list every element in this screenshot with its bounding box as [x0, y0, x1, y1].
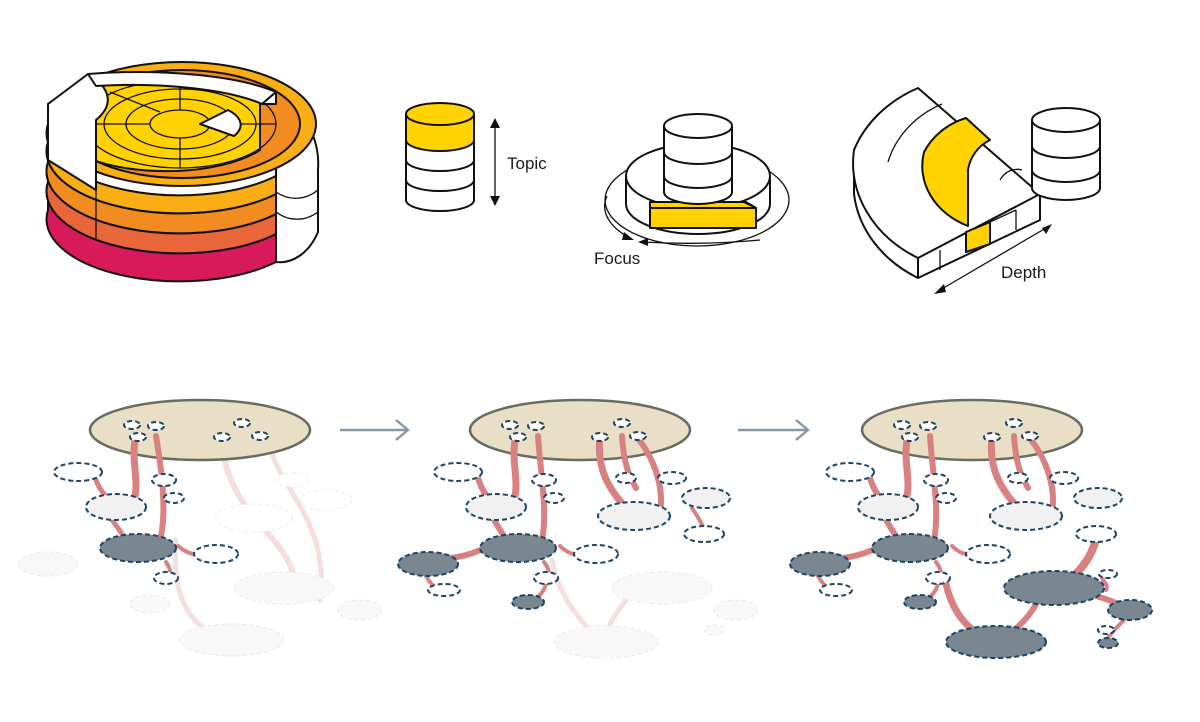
- depth-wedge-icon: [852, 87, 1101, 294]
- right-arrow-icon: [738, 419, 810, 441]
- graph-network-icon: [789, 398, 1153, 659]
- graph-network-icon: [17, 398, 383, 657]
- topic-label: Topic: [507, 154, 547, 173]
- graph-network-icon: [397, 398, 759, 659]
- focus-ring-icon: [604, 113, 790, 247]
- stacked-layers-icon: [45, 61, 320, 283]
- depth-label: Depth: [1001, 263, 1046, 282]
- focus-label: Focus: [594, 249, 640, 268]
- topic-cylinder-icon: [405, 102, 500, 212]
- right-arrow-icon: [340, 419, 410, 441]
